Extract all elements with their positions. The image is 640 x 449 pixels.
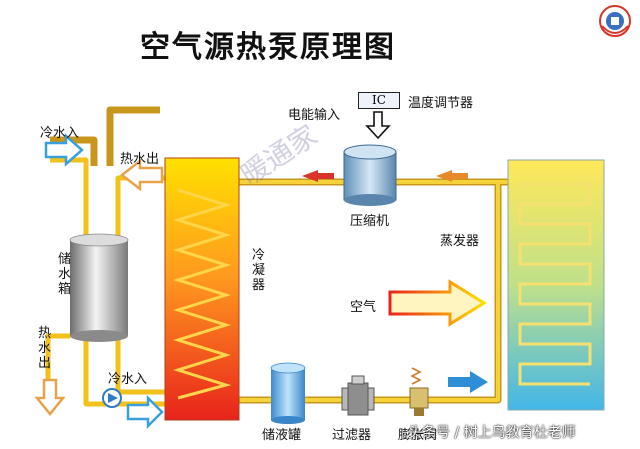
label-temp-controller: 温度调节器 xyxy=(408,96,474,111)
label-air: 空气 xyxy=(350,300,377,315)
label-cold-in-bottom: 冷水入 xyxy=(108,372,148,387)
label-hot-out-top: 热水出 xyxy=(120,152,160,167)
evaporator-coil xyxy=(518,182,592,386)
label-evaporator: 蒸发器 xyxy=(440,234,480,249)
flow-arrow-blue xyxy=(448,371,488,393)
label-condenser: 冷凝器 xyxy=(252,248,266,293)
compressor xyxy=(343,144,397,206)
flow-arrow-orange xyxy=(436,170,468,182)
storage-tank xyxy=(69,233,129,342)
page-title: 空气源热泵原理图 xyxy=(140,30,396,65)
label-compressor: 压缩机 xyxy=(350,214,390,229)
hot-out-left-arrow xyxy=(34,378,66,416)
label-hot-out-left: 热水出 xyxy=(38,326,52,371)
cold-in-bottom-arrow xyxy=(126,394,164,430)
receiver-tank xyxy=(270,362,306,424)
label-storage-tank: 储水箱 xyxy=(58,252,72,297)
footer-credit: 头条号 / 树上鸟教育杜老师 xyxy=(408,425,576,441)
label-expansion-valve: 膨胀阀 xyxy=(398,428,438,443)
filter xyxy=(341,375,375,416)
ic-label: IC xyxy=(358,92,400,109)
label-power-input: 电能输入 xyxy=(288,108,341,123)
label-cold-in-top: 冷水入 xyxy=(40,126,80,141)
cold-in-top-arrow xyxy=(44,133,84,167)
label-receiver: 储液罐 xyxy=(262,428,302,443)
expansion-valve xyxy=(409,367,429,416)
hot-out-top-arrow xyxy=(119,158,164,192)
flow-arrow-red xyxy=(302,170,334,182)
condenser-coil xyxy=(172,188,232,400)
site-logo-icon xyxy=(599,5,631,37)
pump-icon xyxy=(102,388,122,408)
label-filter: 过滤器 xyxy=(332,428,372,443)
power-input-arrow xyxy=(365,111,391,140)
air-arrow xyxy=(388,279,487,327)
